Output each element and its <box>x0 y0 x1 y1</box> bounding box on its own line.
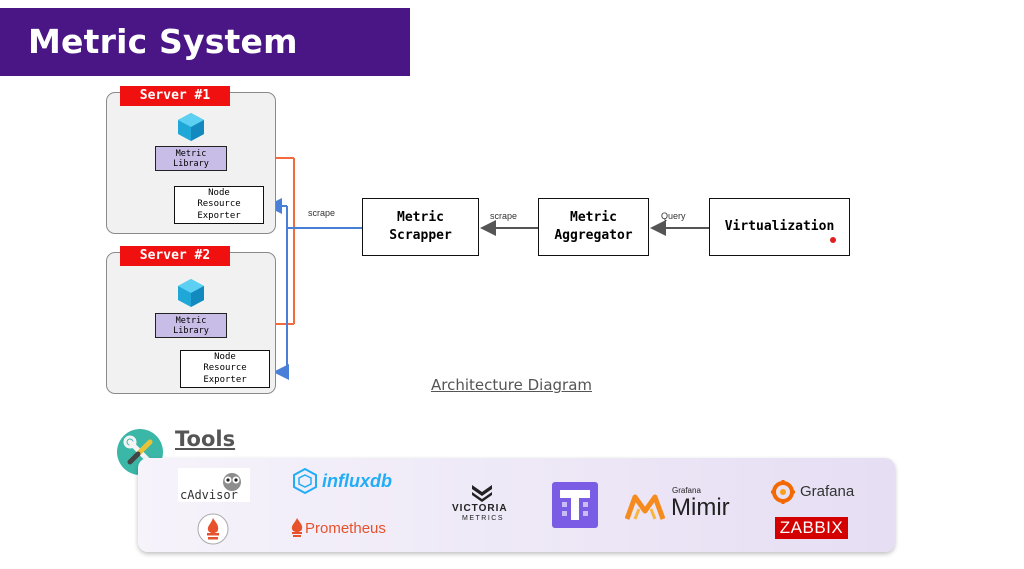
mimir-label: Mimir <box>671 494 730 521</box>
cadvisor-label: cAdvisor <box>180 488 238 502</box>
cube-icon <box>178 113 204 141</box>
virtualization-node: Virtualization <box>709 198 850 256</box>
title-bar: Metric System <box>0 8 410 76</box>
grafana-label: Grafana <box>800 483 855 500</box>
victoria-label: VICTORIA <box>452 503 508 514</box>
tools-panel <box>138 458 895 552</box>
server-2-tag: Server #2 <box>120 246 230 266</box>
red-dot <box>830 237 836 243</box>
timescale-icon <box>552 482 598 528</box>
metric-aggregator-node: Metric Aggregator <box>538 198 649 256</box>
edge-label-scrape-servers: scrape <box>308 208 336 218</box>
edge-label-query: Query <box>661 211 686 221</box>
prometheus-flame-icon <box>291 518 303 537</box>
victoria-metrics-icon <box>472 485 492 502</box>
metric-library-2: Metric Library <box>155 313 227 338</box>
prometheus-label: Prometheus <box>305 520 386 537</box>
mimir-brand-label: Grafana <box>672 486 701 495</box>
zabbix-logo: ZABBIX <box>775 517 848 539</box>
influxdb-icon <box>293 468 317 494</box>
metric-library-1: Metric Library <box>155 146 227 171</box>
tools-title: Tools <box>175 427 236 451</box>
influxdb-label: influxdb <box>322 471 392 491</box>
architecture-caption: Architecture Diagram <box>431 376 593 394</box>
victoria-metrics-label: METRICS <box>462 515 504 522</box>
grafana-icon <box>771 480 795 504</box>
node-resource-exporter-1: Node Resource Exporter <box>174 186 264 224</box>
prometheus-icon <box>197 513 229 545</box>
owl-icon <box>223 473 241 491</box>
node-resource-exporter-2: Node Resource Exporter <box>180 350 270 388</box>
edge-label-scrape-aggregator: scrape <box>490 211 518 221</box>
page-title: Metric System <box>28 22 298 61</box>
mimir-icon <box>625 494 665 520</box>
server-1-tag: Server #1 <box>120 86 230 106</box>
cube-icon <box>178 279 204 307</box>
metric-scrapper-node: Metric Scrapper <box>362 198 479 256</box>
